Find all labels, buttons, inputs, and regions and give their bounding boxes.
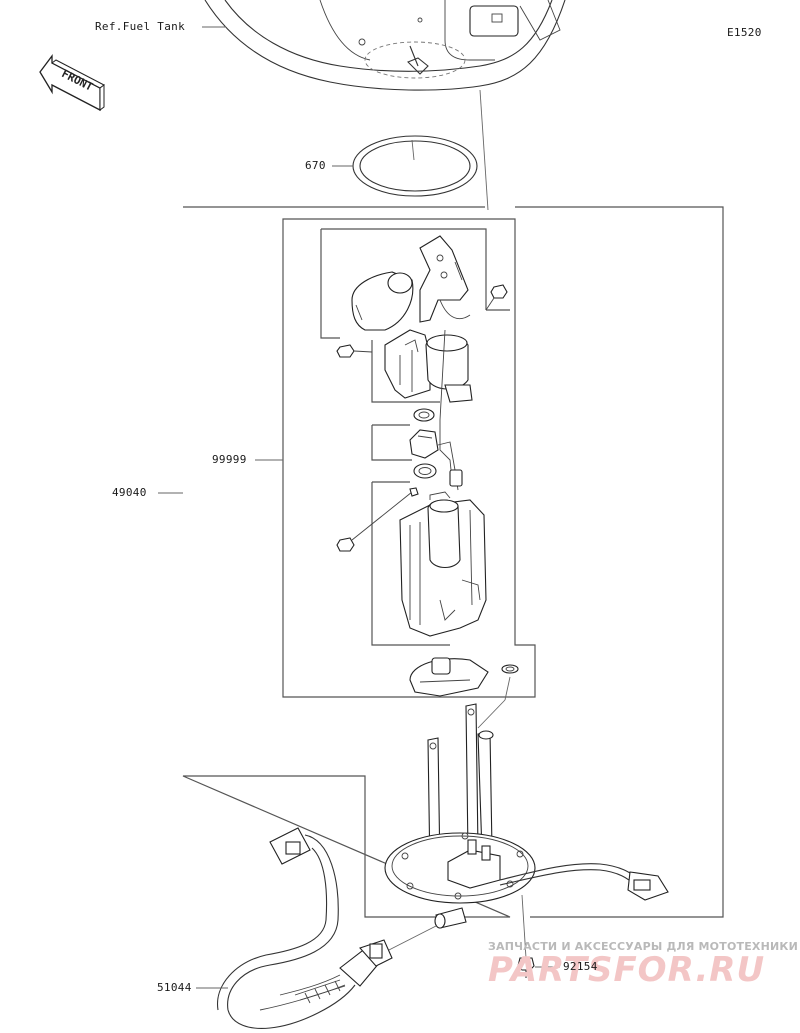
fuel-filter-bracket bbox=[351, 235, 471, 331]
watermark-tagline: ЗАПЧАСТИ И АКСЕССУАРЫ ДЛЯ МОТОТЕХНИКИ bbox=[488, 940, 798, 953]
strainer-plate bbox=[409, 657, 489, 697]
bolt-upper-right bbox=[485, 284, 508, 311]
front-arrow-icon: FRONT bbox=[39, 54, 105, 112]
o-ring-670 bbox=[352, 135, 478, 197]
callout-99999: 99999 bbox=[212, 453, 247, 466]
pump-wire-harness bbox=[499, 863, 669, 901]
pump-housing bbox=[399, 491, 487, 637]
bolt-upper-left bbox=[336, 344, 373, 358]
fuel-outlet-fitting bbox=[434, 907, 467, 929]
pressure-regulator bbox=[409, 429, 459, 491]
washer-lower bbox=[413, 463, 437, 479]
screw-left bbox=[336, 487, 419, 552]
fuel-hose-51044 bbox=[217, 827, 393, 1029]
watermark-brand: PARTSFOR.RU bbox=[488, 950, 766, 990]
washer-upper bbox=[413, 408, 435, 422]
callout-51044: 51044 bbox=[157, 981, 192, 994]
pump-flange bbox=[384, 832, 536, 904]
bolt-92154 bbox=[517, 894, 535, 978]
callout-92154: 92154 bbox=[563, 960, 598, 973]
ref-fuel-tank-label: Ref.Fuel Tank bbox=[95, 20, 185, 33]
group-box-housing bbox=[371, 481, 450, 646]
group-box-pump bbox=[371, 340, 440, 403]
callout-49040: 49040 bbox=[112, 486, 147, 499]
callout-670: 670 bbox=[305, 159, 326, 172]
group-box-upper bbox=[320, 228, 510, 339]
assembly-box-49040 bbox=[182, 206, 724, 918]
group-box-regulator bbox=[371, 424, 412, 461]
fuel-pump-body bbox=[384, 329, 473, 481]
small-connector bbox=[449, 469, 463, 487]
small-clip bbox=[501, 664, 519, 674]
fuel-tank-reference bbox=[204, 0, 566, 91]
fuel-level-sender bbox=[427, 703, 494, 873]
diagram-code: E1520 bbox=[727, 26, 762, 39]
assembly-box-99999 bbox=[282, 218, 536, 698]
